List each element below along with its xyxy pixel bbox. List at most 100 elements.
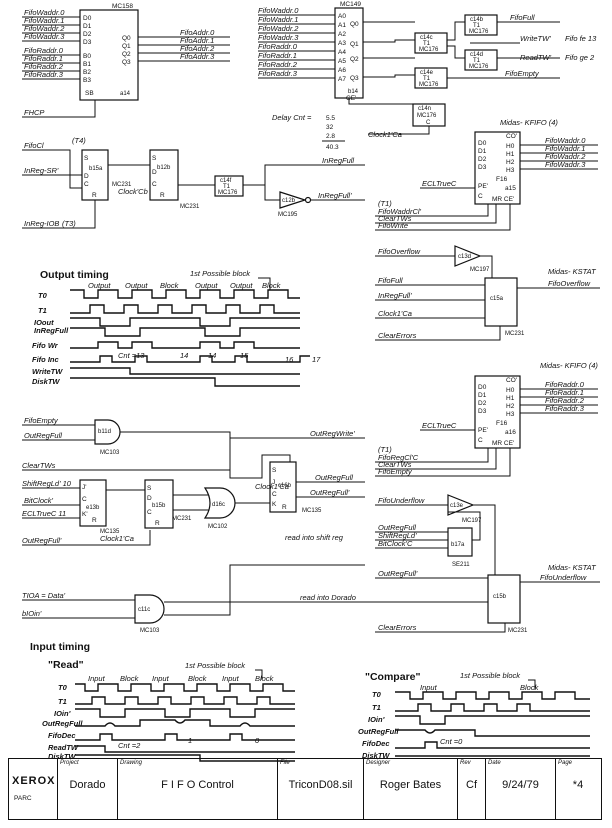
- delay-value: 2.8: [326, 133, 335, 140]
- timing-signal: DiskTW: [362, 751, 390, 760]
- flop-chip: MC176: [218, 190, 238, 196]
- cell-caption: Project: [60, 760, 79, 766]
- phase-label: Output: [125, 281, 148, 290]
- flop-ref: b15b: [152, 503, 166, 509]
- signal-label: FifoRaddr.1: [545, 388, 584, 397]
- signal-label: FifoWaddr.0: [258, 6, 299, 15]
- signal-label: FHCP: [24, 108, 44, 117]
- phase-label: Output: [88, 281, 111, 290]
- signal-label: BitClock'C: [378, 539, 413, 548]
- flop-chip: MC176: [419, 47, 439, 53]
- signal-label: FifoAddr.2: [180, 44, 215, 53]
- flop-pin-d: D: [152, 169, 157, 176]
- comparator-pin: Q1: [350, 41, 359, 48]
- kstat-1: FifoOverflow c13d MC197 c15a MC231 FifoF…: [375, 245, 600, 341]
- output-timing: Output timing 1st Possible block Output …: [32, 269, 321, 387]
- kfifo-pin: D2: [478, 400, 487, 407]
- wave-inregfull: [70, 327, 300, 337]
- flop-ref: c14e: [420, 70, 434, 76]
- gate-chip: MC103: [100, 450, 120, 456]
- division-name: PARC: [14, 795, 32, 802]
- kfifo-pin: D0: [478, 384, 487, 391]
- signal-label: FifoRaddr.0: [24, 46, 64, 55]
- kfifo-pin: H3: [506, 167, 515, 174]
- wave-t0: [70, 289, 300, 299]
- kfifo-pin: MR CE': [492, 440, 514, 447]
- signal-label: OutRegFull: [378, 523, 416, 532]
- flop-t: T1: [473, 23, 481, 29]
- signal-label: FifoWaddr.2: [24, 24, 65, 33]
- flop-pin-s: S: [272, 467, 277, 474]
- kfifo-pin: D3: [478, 408, 487, 415]
- signal-label: FifoWaddr.0: [545, 136, 586, 145]
- flop-ref: c15a: [490, 296, 504, 302]
- timing-signal: WriteTW: [32, 367, 63, 376]
- delay-value: 40.3: [326, 144, 339, 151]
- wave-cmp-fifodec: [395, 741, 590, 749]
- signal-label: (T4): [72, 136, 86, 145]
- phase-label: Block: [160, 281, 180, 290]
- comparator-pin: Q3: [350, 75, 359, 82]
- signal-label: FifoFull: [378, 276, 403, 285]
- fifo-input-flops: (T4) FifoCl S D C R b15a MC231 InReg-SR'…: [22, 136, 365, 229]
- comparator-pin: A0: [338, 13, 346, 20]
- mux-pin: D3: [83, 39, 92, 46]
- mux-pin: B2: [83, 69, 91, 76]
- gate-ref: c11c: [138, 607, 150, 613]
- signal-label: FifoWaddrCl': [378, 207, 422, 216]
- designer-cell: Designer Roger Bates: [363, 759, 457, 819]
- flop-chip: MC231: [508, 628, 528, 634]
- cell-caption: Rev: [460, 760, 471, 766]
- comparator-ref: b14: [348, 89, 359, 95]
- flop-pin-r: R: [160, 192, 165, 199]
- signal-label: FifoWaddr.2: [258, 24, 299, 33]
- wave-read-readtw: [75, 745, 295, 753]
- timing-signal: IOin': [54, 709, 71, 718]
- comparator-pin: Q0: [350, 21, 359, 28]
- phase-label: Output: [230, 281, 253, 290]
- timing-signal: OutRegFull: [358, 727, 399, 736]
- comparator-pin: CE': [346, 95, 356, 102]
- cell-caption: Date: [488, 760, 501, 766]
- timing-title: Output timing: [40, 269, 109, 281]
- flop-pin-s: S: [147, 485, 152, 492]
- flop-pin-r: R: [155, 520, 160, 527]
- signal-label: FifoRaddr.3: [258, 69, 298, 78]
- mux-chip: MC158: [112, 3, 133, 10]
- signal-label: ShiftRegLd' 10: [22, 479, 72, 488]
- signal-label: (T1): [378, 199, 392, 208]
- signal-label: FifoWaddr.0: [24, 8, 65, 17]
- kfifo-2: Midas- KFIFO (4) D0 D1 D2 D3 PE' C CO' H…: [375, 361, 598, 477]
- flop-ref: e13b: [86, 505, 100, 511]
- flop-ref: c14f: [220, 178, 232, 184]
- timing-signal: T1: [38, 306, 47, 315]
- signal-label: InReg-SR': [24, 166, 59, 175]
- flop-pin-d: D: [147, 495, 152, 502]
- output-register: FifoEmpty OutRegFull b11d MC103 OutRegWr…: [22, 416, 488, 634]
- mux-ref: a14: [120, 91, 131, 97]
- mux-pin: D2: [83, 31, 92, 38]
- flop-chip: MC231: [172, 516, 192, 522]
- flop-pin-c: C: [272, 491, 277, 498]
- kfifo-title: Midas- KFIFO (4): [500, 118, 558, 127]
- delay-value: 32: [326, 124, 334, 131]
- flop-t: T1: [423, 76, 431, 82]
- wave-writetw: [70, 367, 300, 375]
- clock-label: Clock1'Ca: [368, 130, 402, 139]
- comparator-pin: Q2: [350, 56, 359, 63]
- drawing-value: F I F O Control: [161, 779, 234, 791]
- wave-read-ioin: [75, 708, 295, 718]
- phase-label: Output: [195, 281, 218, 290]
- rev-cell: Rev Cf: [457, 759, 485, 819]
- flop-ref: c16b: [278, 483, 292, 489]
- flop-pin-r: R: [92, 517, 97, 524]
- signal-label: InRegFull': [318, 191, 352, 200]
- count-label: Cnt =0: [440, 737, 463, 746]
- flop-pin-s: S: [152, 155, 157, 162]
- wave-t1: [70, 304, 300, 314]
- flop-ref: c14d: [470, 52, 483, 58]
- signal-label: FifoWaddr.3: [24, 32, 65, 41]
- mux-pin: D1: [83, 23, 92, 30]
- signal-label: ECLTrueC: [422, 421, 457, 430]
- flop-pin-c: C: [152, 181, 157, 188]
